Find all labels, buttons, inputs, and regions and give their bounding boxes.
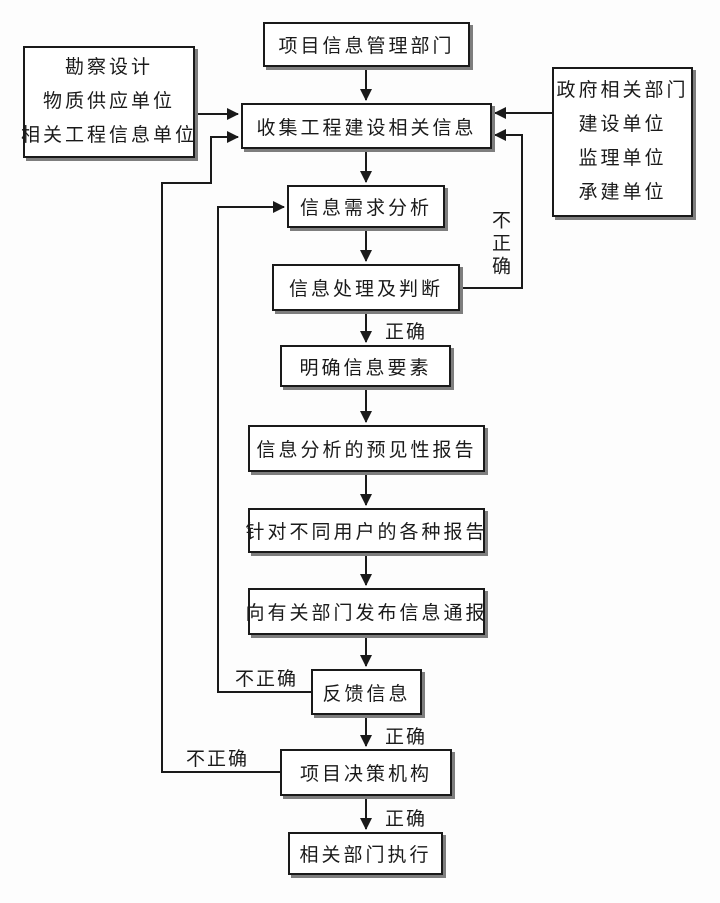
node-project-info-dept: 项目信息管理部门	[263, 22, 470, 67]
edge-label-correct-feedback: 正确	[385, 727, 428, 748]
left-source-related-project-info: 相关工程信息单位	[21, 125, 198, 146]
node-right-sources: 政府相关部门 建设单位 监理单位 承建单位	[552, 67, 693, 217]
right-source-construction-unit: 建设单位	[578, 114, 667, 135]
right-source-contractor-unit: 承建单位	[578, 182, 667, 203]
node-forecast-report-label: 信息分析的预见性报告	[256, 440, 477, 461]
edge-label-correct-decision: 正确	[385, 809, 428, 830]
node-user-reports: 针对不同用户的各种报告	[245, 508, 488, 553]
node-feedback-info-label: 反馈信息	[322, 683, 411, 705]
node-clarify-elements: 明确信息要素	[280, 345, 451, 387]
node-demand-analysis: 信息需求分析	[287, 185, 445, 228]
node-demand-analysis-label: 信息需求分析	[299, 198, 432, 219]
node-processing-judgement: 信息处理及判断	[272, 264, 460, 311]
arrow-process-incorrect-to-collect	[460, 129, 523, 289]
arrow-decision-incorrect-to-collect	[161, 131, 280, 773]
left-source-material-supply: 物质供应单位	[42, 91, 175, 112]
node-execute-depts: 相关部门执行	[288, 832, 443, 875]
node-publish-bulletin: 向有关部门发布信息通报	[245, 588, 488, 635]
edge-label-incorrect-feedback: 不正确	[235, 669, 299, 690]
node-processing-judgement-label: 信息处理及判断	[288, 279, 443, 300]
edge-label-incorrect-process: 不正确	[489, 210, 510, 279]
node-execute-depts-label: 相关部门执行	[299, 845, 432, 866]
node-clarify-elements-label: 明确信息要素	[299, 357, 432, 379]
right-source-supervision-unit: 监理单位	[578, 148, 667, 169]
node-decision-body-label: 项目决策机构	[299, 764, 432, 785]
node-collect-info: 收集工程建设相关信息	[241, 103, 492, 149]
node-forecast-report: 信息分析的预见性报告	[248, 425, 485, 472]
node-left-sources: 勘察设计 物质供应单位 相关工程信息单位	[21, 46, 198, 158]
node-publish-bulletin-label: 向有关部门发布信息通报	[245, 603, 488, 624]
right-source-government: 政府相关部门	[556, 80, 689, 101]
edge-label-correct-process: 正确	[385, 322, 428, 343]
node-decision-body: 项目决策机构	[280, 749, 452, 796]
node-collect-info-label: 收集工程建设相关信息	[256, 117, 477, 139]
node-user-reports-label: 针对不同用户的各种报告	[245, 522, 488, 543]
edge-label-incorrect-decision: 不正确	[186, 749, 250, 770]
node-feedback-info: 反馈信息	[311, 669, 422, 715]
node-project-info-dept-label: 项目信息管理部门	[278, 36, 455, 57]
arrow-feedback-incorrect-to-demand	[217, 201, 311, 693]
left-source-survey-design: 勘察设计	[64, 57, 153, 78]
